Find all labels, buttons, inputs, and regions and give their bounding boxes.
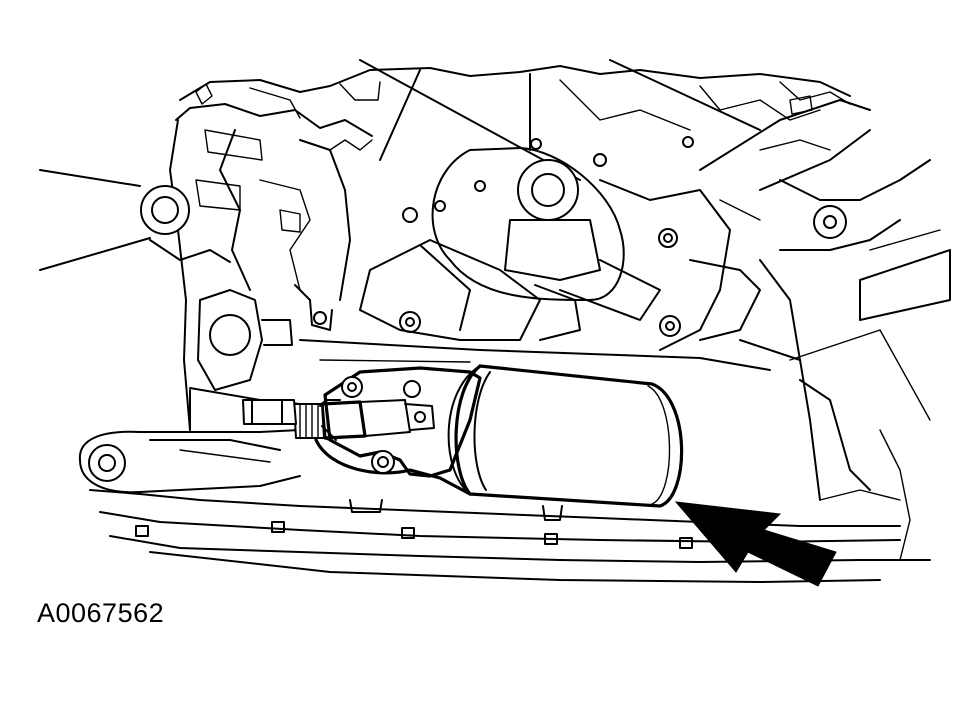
filter-adapter <box>242 366 482 496</box>
figure-reference-code: A0067562 <box>37 598 165 628</box>
engine-block-outline <box>39 59 951 501</box>
oil-filter <box>447 364 684 508</box>
arrow-icon <box>674 501 837 587</box>
